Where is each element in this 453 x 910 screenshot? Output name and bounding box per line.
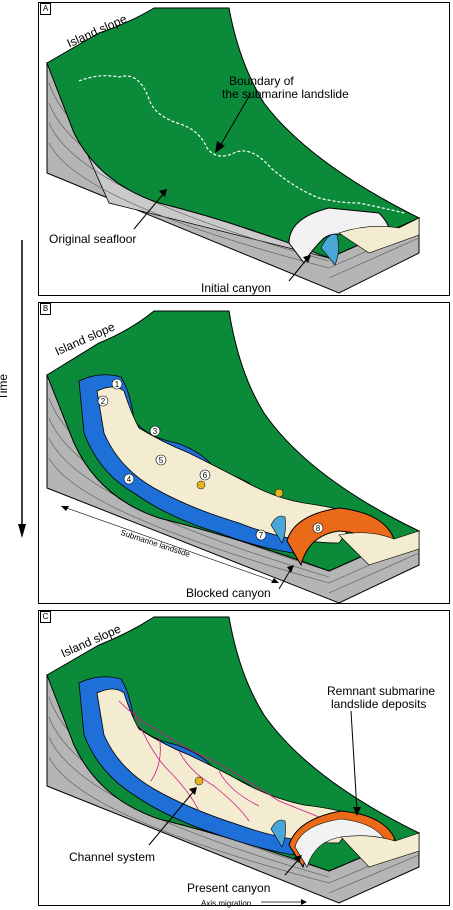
present-canyon-label: Present canyon [187, 881, 271, 895]
panel-b: B 1 2 3 4 5 6 7 8 [38, 302, 450, 604]
panel-letter: B [40, 303, 51, 315]
marker-5-text: 5 [159, 456, 164, 465]
canyon-blue [270, 819, 286, 848]
time-label: Time [0, 373, 11, 401]
block-diagram-b: 1 2 3 4 5 6 7 8 [46, 310, 421, 604]
landslide-boundary-label-2: the submarine landslide [222, 87, 349, 101]
panel-letter: C [40, 611, 51, 623]
marker-7: 7 [255, 529, 267, 541]
original-seafloor-label: Original seafloor [49, 232, 137, 246]
axis-migration-label: Axis migration [201, 899, 252, 908]
canyon-blue [320, 234, 339, 266]
island-slope-surface [46, 616, 421, 872]
landslide-deposit [96, 688, 360, 844]
marker-2-text: 2 [101, 397, 106, 406]
marker-4-text: 4 [127, 475, 132, 484]
marker-2: 2 [97, 395, 109, 407]
island-slope-surface [46, 310, 421, 572]
marker-1-text: 1 [115, 380, 120, 389]
marker-8-text: 8 [316, 524, 321, 533]
marker-6-text: 6 [203, 471, 208, 480]
remnant-deposit-label-1: Remnant submarine [327, 684, 436, 698]
down-arrow-icon [18, 240, 26, 538]
marker-5: 5 [155, 454, 167, 466]
panel-letter: A [40, 3, 51, 15]
time-axis: Time [0, 240, 36, 540]
marker-4: 4 [123, 473, 135, 485]
marker-7-text: 7 [259, 531, 264, 540]
right-arrow-icon [261, 899, 307, 905]
marker-6: 6 [199, 469, 211, 481]
block-diagram-c [46, 616, 421, 905]
canyon-cream-floor [338, 217, 420, 254]
block-diagram-a [46, 7, 421, 294]
panel-c: C [38, 610, 450, 908]
canyon-cream-floor [340, 832, 420, 868]
panel-a: A Island slope Boundary of the submarine… [38, 2, 450, 296]
marker-3: 3 [149, 425, 161, 437]
channel-system [118, 700, 330, 822]
canyon-cream-floor [338, 530, 420, 566]
landslide-deposit [96, 386, 360, 544]
blocked-canyon-label: Blocked canyon [186, 586, 271, 600]
remnant-deposit-label-2: landslide deposits [331, 697, 427, 711]
marker-1: 1 [111, 378, 123, 390]
marker-3-text: 3 [153, 427, 158, 436]
initial-canyon-label: Initial canyon [201, 281, 272, 295]
landslide-boundary-label-1: Boundary of [229, 74, 294, 88]
canyon-blue [270, 515, 286, 544]
marker-8: 8 [312, 522, 324, 534]
channel-system-label: Channel system [69, 850, 156, 864]
island-slope-surface [46, 7, 421, 259]
landslide-boundary-line [78, 75, 405, 214]
